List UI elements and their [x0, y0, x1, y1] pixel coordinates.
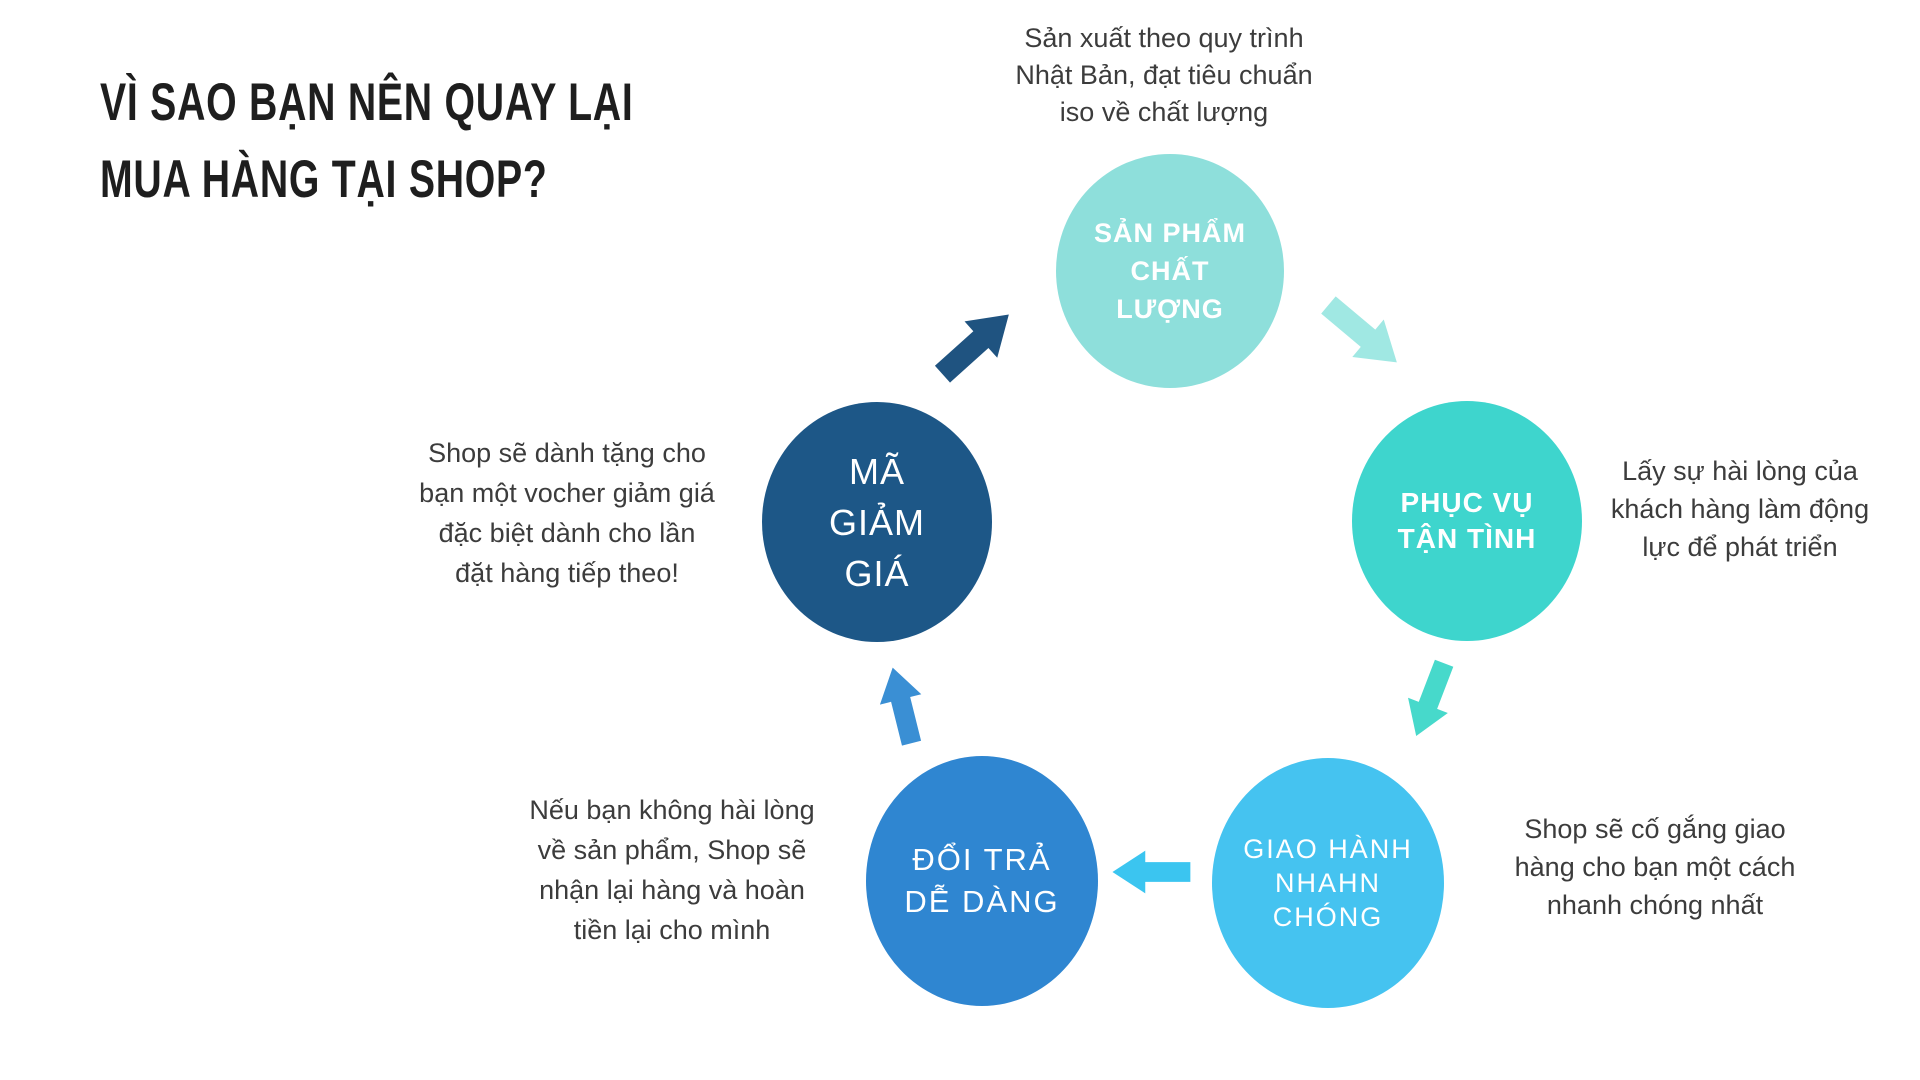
arrow-quality-to-service-icon	[1321, 296, 1397, 363]
label-line: CHẤT	[1130, 256, 1210, 286]
annotation-line: lực để phát triển	[1642, 532, 1838, 562]
annotation-line: đặc biệt dành cho lần	[438, 518, 696, 548]
annotation-line: nhận lại hàng và hoàn	[539, 875, 805, 905]
label-line: NHAHN	[1274, 868, 1381, 898]
annotation-returns: Nếu bạn không hài lòng về sản phẩm, Shop…	[472, 790, 872, 950]
label-line: DỄ DÀNG	[904, 884, 1060, 919]
label-line: LƯỢNG	[1116, 294, 1224, 324]
annotation-line: Sản xuất theo quy trình	[1024, 23, 1304, 53]
annotation-line: đặt hàng tiếp theo!	[455, 558, 679, 588]
page-title-line: VÌ SAO BẠN NÊN QUAY LẠI	[100, 73, 634, 132]
label-line: TẬN TÌNH	[1397, 523, 1537, 554]
page-title-line: MUA HÀNG TẠI SHOP?	[100, 150, 548, 209]
annotation-line: nhanh chóng nhất	[1546, 890, 1764, 920]
page-title: VÌ SAO BẠN NÊN QUAY LẠI MUA HÀNG TẠI SHO…	[100, 64, 634, 218]
annotation-line: hàng cho bạn một cách	[1514, 852, 1796, 882]
label-line: SẢN PHẨM	[1093, 218, 1246, 248]
annotation-service: Lấy sự hài lòng của khách hàng làm động …	[1555, 452, 1920, 566]
arrow-voucher-to-quality-icon	[934, 314, 1009, 383]
annotation-line: iso về chất lượng	[1059, 97, 1269, 127]
annotation-line: về sản phẩm, Shop sẽ	[537, 835, 807, 865]
annotation-line: tiền lại cho mình	[573, 915, 771, 945]
label-line: PHỤC VỤ	[1400, 487, 1534, 518]
annotation-line: Shop sẽ cố gắng giao	[1524, 814, 1786, 844]
label-line: GIẢM	[828, 501, 925, 543]
annotation-delivery: Shop sẽ cố gắng giao hàng cho bạn một cá…	[1465, 810, 1845, 924]
node-voucher-label: MÃ GIẢM GIÁ	[829, 446, 925, 599]
annotation-line: Lấy sự hài lòng của	[1622, 456, 1858, 486]
annotation-line: Nhật Bản, đạt tiêu chuẩn	[1015, 60, 1313, 90]
node-returns-label: ĐỔI TRẢ DỄ DÀNG	[904, 839, 1059, 923]
label-line: ĐỔI TRẢ	[912, 842, 1052, 877]
label-line: MÃ	[848, 450, 905, 492]
arrow-delivery-to-returns-icon	[1112, 850, 1191, 894]
arrow-returns-to-voucher-icon	[879, 667, 922, 746]
annotation-line: Shop sẽ dành tặng cho	[428, 438, 706, 468]
node-delivery-label: GIAO HÀNH NHAHN CHÓNG	[1243, 832, 1413, 934]
node-voucher: MÃ GIẢM GIÁ	[762, 402, 992, 642]
node-quality: SẢN PHẨM CHẤT LƯỢNG	[1056, 154, 1284, 388]
node-service-label: PHỤC VỤ TẬN TÌNH	[1398, 485, 1537, 557]
annotation-line: khách hàng làm động	[1610, 494, 1870, 524]
annotation-quality: Sản xuất theo quy trình Nhật Bản, đạt ti…	[864, 20, 1464, 131]
node-quality-label: SẢN PHẨM CHẤT LƯỢNG	[1094, 214, 1246, 328]
annotation-line: Nếu bạn không hài lòng	[529, 795, 815, 825]
annotation-line: bạn một vocher giảm giá	[419, 478, 715, 508]
label-line: GIÁ	[844, 552, 910, 594]
node-delivery: GIAO HÀNH NHAHN CHÓNG	[1212, 758, 1444, 1008]
node-returns: ĐỔI TRẢ DỄ DÀNG	[866, 756, 1098, 1006]
annotation-voucher: Shop sẽ dành tặng cho bạn một vocher giả…	[367, 433, 767, 593]
arrow-service-to-delivery-icon	[1408, 659, 1454, 736]
node-service: PHỤC VỤ TẬN TÌNH	[1352, 401, 1582, 641]
label-line: GIAO HÀNH	[1243, 834, 1413, 864]
label-line: CHÓNG	[1272, 902, 1384, 932]
